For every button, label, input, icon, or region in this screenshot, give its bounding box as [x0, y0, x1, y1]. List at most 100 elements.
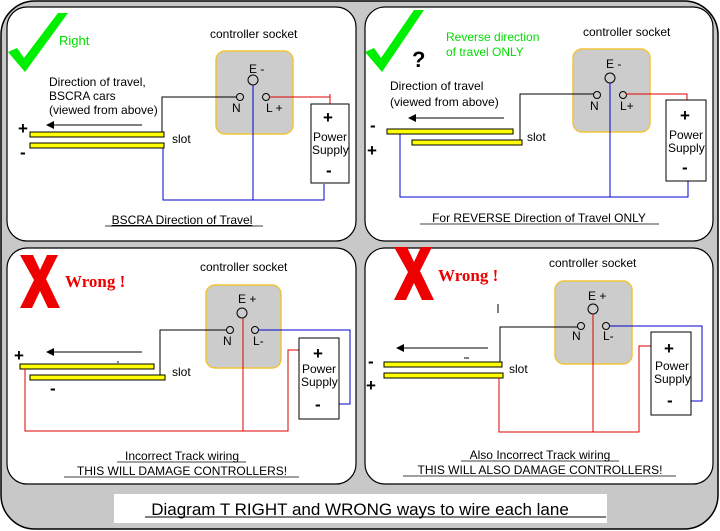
psu-label-1: Power [313, 130, 347, 144]
socket-title: controller socket [549, 256, 637, 270]
panel-reverse: ? Reverse direction of travel ONLY contr… [364, 6, 714, 242]
psu-label-2: Supply [312, 143, 349, 157]
power-supply [665, 99, 707, 182]
socket-n-pin [577, 322, 585, 330]
socket-l-label: L + [266, 101, 283, 115]
power-supply [298, 337, 340, 420]
wire-blue [609, 325, 703, 402]
rail-top-sign: + [14, 346, 24, 365]
diagram-caption: Diagram T RIGHT and WRONG ways to wire e… [151, 500, 569, 519]
wire-red [626, 93, 688, 101]
wire-black [159, 329, 227, 375]
wire-red [24, 349, 310, 432]
direction-text: Direction of travel (viewed from above) [390, 79, 499, 109]
power-supply [310, 103, 350, 184]
rail-top-sign: - [368, 352, 374, 371]
panel-right: Right controller socket E - N L + Direct… [6, 6, 357, 242]
socket-e-label: E + [588, 289, 606, 303]
wire-black [161, 96, 237, 132]
socket-title: controller socket [210, 27, 298, 41]
panel-also-wrong: Wrong ! controller socket E + N L- - + s… [364, 247, 714, 485]
socket-n-label: N [232, 101, 241, 115]
rail-top-sign: - [370, 116, 376, 135]
direction-text: Direction of travel, BSCRA cars (viewed … [49, 75, 158, 117]
socket-title: controller socket [200, 260, 288, 274]
psu-label-2: Supply [301, 375, 338, 389]
question-icon: ? [412, 47, 425, 72]
slot-label: slot [509, 362, 528, 376]
rail-bottom-sign: + [366, 376, 376, 395]
rail-bottom-sign: - [50, 379, 56, 398]
psu-plus: + [664, 339, 674, 358]
psu-label-1: Power [655, 359, 689, 373]
psu-minus: - [326, 161, 332, 180]
panel-caption: Incorrect Track wiring [125, 449, 239, 463]
socket-e-label: E + [238, 292, 256, 306]
socket-l-label: L+ [620, 99, 634, 113]
arrow-head [46, 348, 54, 356]
cross-icon [394, 247, 434, 300]
socket-n-label: N [572, 329, 581, 343]
wire-black [499, 326, 578, 362]
controller-socket [215, 50, 294, 135]
wire-red [498, 345, 662, 433]
check-icon [365, 10, 424, 72]
socket-e-label: E - [606, 57, 621, 71]
reverse-label: Reverse direction of travel ONLY [446, 30, 543, 59]
panel-caption: BSCRA Direction of Travel [112, 213, 253, 227]
psu-label-2: Supply [654, 372, 691, 386]
socket-title: controller socket [583, 25, 671, 39]
wire-blue [258, 329, 351, 405]
psu-minus: - [682, 158, 688, 177]
panel-wrong: Wrong ! controller socket E + N L- + - s… [6, 247, 357, 485]
rail-top-sign: + [18, 119, 28, 138]
wire-blue [399, 134, 689, 198]
rail-bottom-sign: + [367, 141, 377, 160]
wire-blue [162, 148, 325, 201]
rail-bottom [29, 142, 165, 149]
psu-label-1: Power [669, 128, 703, 142]
rail-bottom [29, 374, 166, 381]
socket-n-label: N [590, 99, 599, 113]
arrow-head [408, 114, 416, 122]
psu-minus: - [315, 395, 321, 414]
psu-plus: + [313, 344, 323, 363]
slot-label: slot [172, 365, 191, 379]
power-supply [650, 331, 692, 416]
panel-caption: For REVERSE Direction of Travel ONLY [432, 211, 646, 225]
check-icon [8, 13, 68, 72]
rail-top [19, 363, 155, 370]
socket-n-pin [593, 91, 601, 99]
socket-e-label: E - [249, 62, 264, 76]
rail-top [383, 361, 503, 368]
psu-label-2: Supply [668, 141, 705, 155]
cross-icon [20, 255, 60, 308]
psu-plus: + [680, 106, 690, 125]
socket-n-label: N [223, 334, 232, 348]
wrong-label: Wrong ! [438, 266, 498, 285]
socket-l-pin [619, 91, 627, 99]
wrong-label: Wrong ! [65, 272, 125, 291]
right-label: Right [59, 33, 90, 48]
socket-l-label: L- [253, 334, 264, 348]
rail-bottom [383, 372, 504, 379]
wire-black [519, 93, 594, 140]
arrow-head [396, 344, 404, 352]
psu-plus: + [323, 108, 333, 127]
socket-e-pin [236, 307, 248, 319]
slot-label: slot [527, 130, 546, 144]
caption-box [114, 494, 607, 523]
psu-minus: - [667, 391, 673, 410]
arrow-head [46, 121, 54, 129]
controller-socket [572, 48, 651, 133]
rail-top [29, 131, 165, 138]
socket-l-label: L- [603, 329, 614, 343]
panel-caption: Also Incorrect Track wiring [470, 448, 611, 462]
panel-caption-warning: THIS WILL DAMAGE CONTROLLERS! [77, 464, 287, 478]
panel-caption-warning: THIS WILL ALSO DAMAGE CONTROLLERS! [418, 463, 663, 477]
rail-bottom-sign: - [20, 143, 26, 162]
rail-bottom [411, 139, 523, 146]
slot-label: slot [172, 132, 191, 146]
rail-top [386, 128, 514, 135]
